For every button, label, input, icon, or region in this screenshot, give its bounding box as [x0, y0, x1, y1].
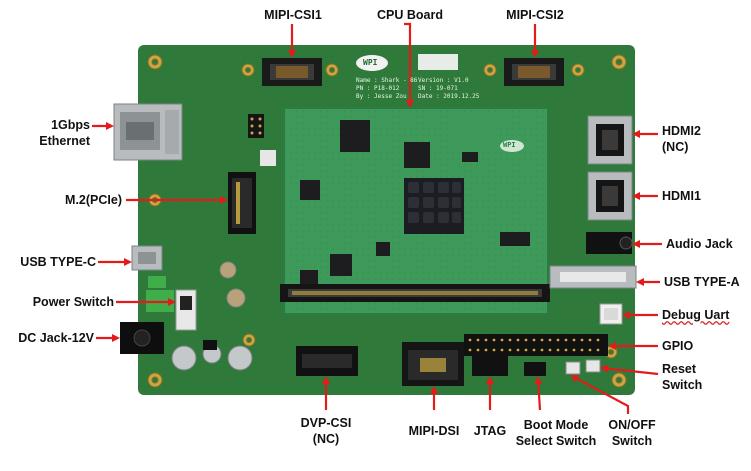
cpu-board: [283, 107, 549, 315]
silk-by: By : Jesse Zou: [356, 93, 407, 100]
mipi-csi2-connector: [504, 58, 564, 86]
label-usb-type-c: USB TYPE-C: [20, 255, 96, 269]
annotation-arrows: [92, 22, 662, 414]
label-debug-uart: Debug Uart: [662, 308, 730, 322]
onoff-switch-component: [565, 361, 581, 375]
label-dvp-csi-1: DVP-CSI: [300, 416, 352, 430]
mounting-holes: [147, 54, 627, 388]
label-reset-2: Switch: [662, 378, 703, 392]
label-audio-jack: Audio Jack: [666, 237, 733, 251]
label-mipi-dsi: MIPI-DSI: [408, 424, 460, 438]
label-dc-jack: DC Jack-12V: [18, 331, 94, 345]
label-ethernet-1: 1Gbps: [51, 118, 90, 132]
label-gpio: GPIO: [662, 339, 694, 353]
label-jtag: JTAG: [473, 424, 507, 438]
header-left: [248, 114, 264, 138]
label-ethernet-2: Ethernet: [39, 134, 90, 148]
label-boot-mode-2: Select Switch: [515, 434, 597, 448]
usb-type-c-port: [131, 245, 163, 271]
label-mipi-csi2: MIPI-CSI2: [506, 8, 564, 22]
hdmi2-port: [587, 115, 633, 165]
label-hdmi2-2: (NC): [662, 140, 689, 154]
usb-type-a-port: [549, 265, 637, 289]
audio-jack: [586, 232, 633, 254]
hdmi1-port: [587, 171, 633, 221]
label-sticker: [418, 54, 458, 70]
label-hdmi1: HDMI1: [662, 189, 701, 203]
silk-date: Date : 2019.12.25: [418, 93, 480, 100]
label-power-switch: Power Switch: [32, 295, 114, 309]
label-boot-mode-1: Boot Mode: [523, 418, 589, 432]
silk-version: Version : V1.0: [418, 77, 469, 84]
label-dvp-csi-2: (NC): [312, 432, 340, 446]
wpi-logo-som-text: WPI: [503, 141, 516, 149]
label-onoff-1: ON/OFF: [608, 418, 656, 432]
label-onoff-2: Switch: [611, 434, 653, 448]
wpi-logo-carrier: [356, 55, 388, 71]
mipi-dsi-connector: [402, 342, 464, 386]
dvp-csi-connector: [296, 346, 358, 376]
m2-slot: [228, 172, 256, 234]
som-connector: [280, 284, 550, 302]
ethernet-port: [113, 103, 183, 161]
silk-name: Name : Shark - 86: [356, 77, 418, 84]
gpio-header: [464, 334, 608, 356]
label-m2: M.2(PCIe): [65, 193, 122, 207]
label-hdmi2-1: HDMI2: [662, 124, 701, 138]
wpi-logo-text: WPI: [363, 58, 378, 67]
dc-jack-component: [120, 322, 164, 354]
boot-mode-switch: [524, 362, 546, 376]
debug-uart-connector: [599, 303, 623, 325]
label-cpu-board: CPU Board: [377, 8, 443, 22]
silk-pn: PN : P18-012: [356, 85, 400, 92]
power-switch-component: [146, 289, 197, 331]
mipi-csi1-connector: [262, 58, 322, 86]
label-usb-type-a: USB TYPE-A: [664, 275, 740, 289]
gpio-pins: [468, 338, 600, 352]
reset-switch-component: [585, 359, 601, 373]
silk-sn: SN : 19-071: [418, 85, 458, 92]
label-mipi-csi1: MIPI-CSI1: [264, 8, 322, 22]
label-reset-1: Reset: [662, 362, 697, 376]
